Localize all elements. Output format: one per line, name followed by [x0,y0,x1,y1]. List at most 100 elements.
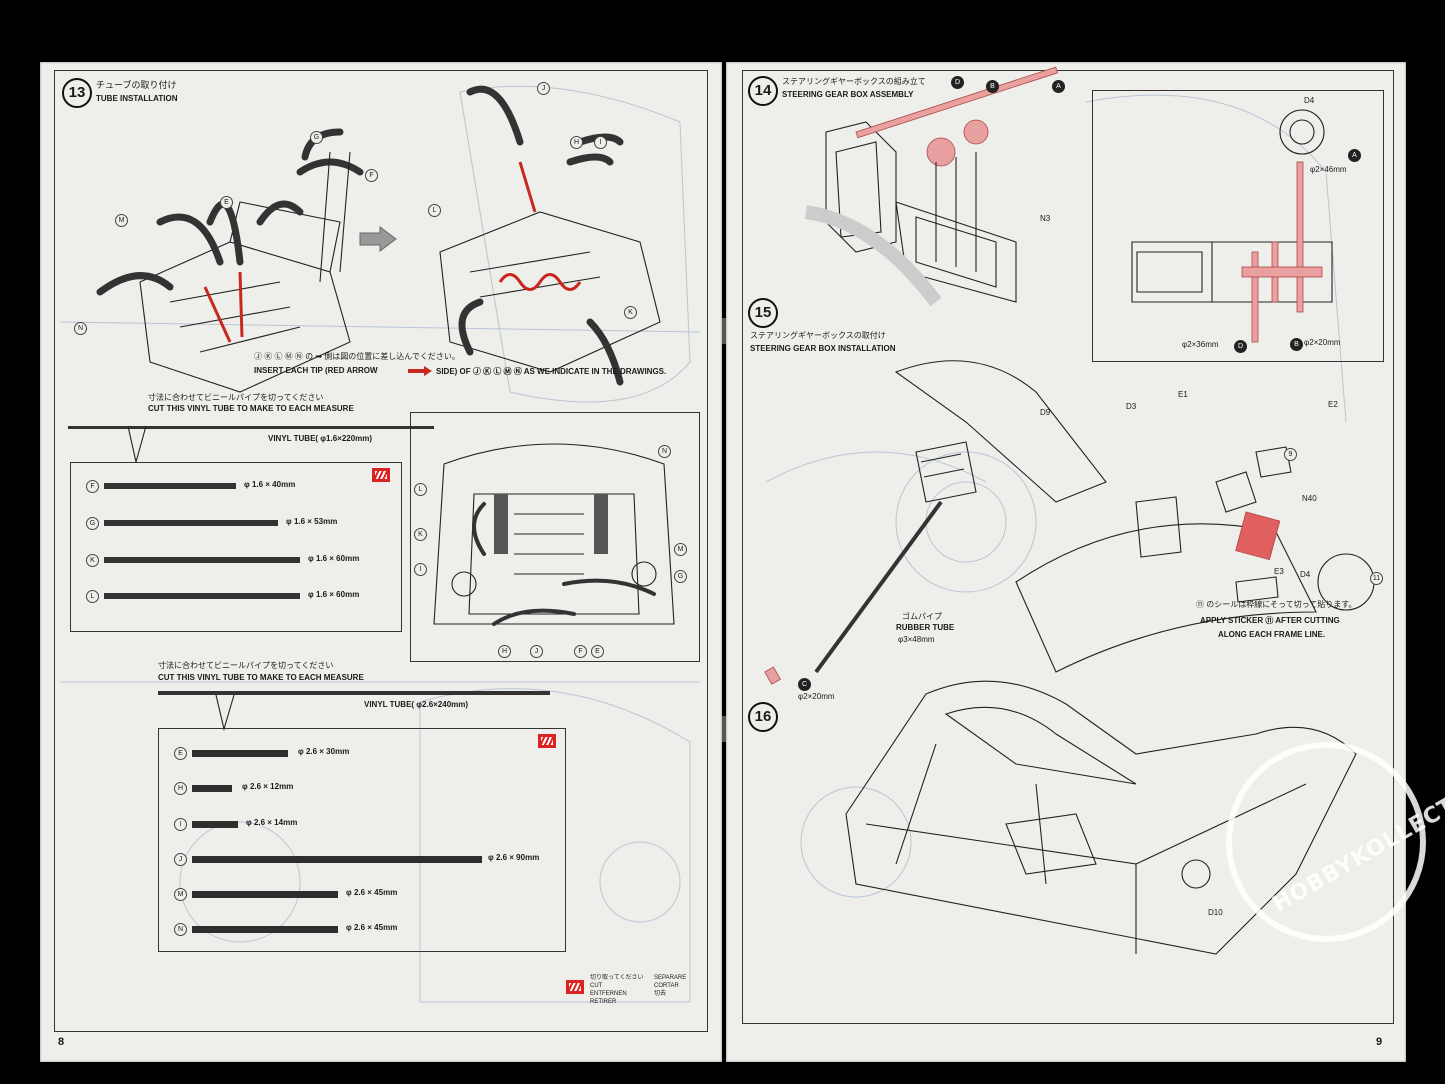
cut1-callout-pointer [127,425,147,463]
legend-separare: SEPARARE [654,975,687,981]
legend-de-cut: ENTFERNEN [590,991,627,997]
cut2-item-bar [192,856,482,863]
cut2-callout-pointer [215,694,235,732]
cut1-heading-en: CUT THIS VINYL TUBE TO MAKE TO EACH MEAS… [148,404,354,413]
cut1-item-letter: K [86,554,99,567]
cut2-item-label: φ 2.6 × 45mm [346,888,398,897]
cut2-heading-en: CUT THIS VINYL TUBE TO MAKE TO EACH MEAS… [158,673,364,682]
step-13-grey-arrow [359,226,397,252]
detail-b-size: φ2×20mm [1304,338,1341,347]
staple-bottom [722,716,726,742]
cut2-item-bar [192,750,288,757]
step-13-engine-drawing-after [439,85,661,386]
cut-symbol-icon [566,980,584,994]
step15-label-n40: N40 [1302,494,1317,503]
cut1-item-letter: F [86,480,99,493]
cut1-item-bar [104,483,236,489]
step15-label-e2: E2 [1328,400,1338,409]
detail-d4: D4 [1304,96,1315,105]
cut2-item-bar [192,926,338,933]
staple-top [722,318,726,344]
cut1-full-tube-line [68,426,434,429]
legend-en-cut: CUT [590,983,603,989]
step13-label-e: E [220,196,233,209]
step15-label-d4: D4 [1300,570,1311,579]
step13-label-g: G [310,131,323,144]
step-15-dashboard-drawing [814,360,1375,674]
step15-label-c: C [798,678,811,691]
cut2-item-bar [192,891,338,898]
sticker-note-en-1: APPLY STICKER ⑪ AFTER CUTTING [1200,616,1340,625]
cut2-item-bar [192,821,238,828]
detail-label-d: D [1234,340,1247,353]
step-14-title-en: STEERING GEAR BOX ASSEMBLY [782,90,914,99]
detail-a-size: φ2×46mm [1310,165,1347,174]
diagram-label-m: M [674,543,687,556]
cut2-item-bar [192,785,232,792]
step-15-title-en: STEERING GEAR BOX INSTALLATION [750,344,896,353]
cut2-full-tube-line [158,691,550,695]
red-arrow-icon [408,366,432,376]
legend-cn-cut: 切去 [654,991,667,997]
step15-label-11: 11 [1370,572,1383,585]
cut1-item-label: φ 1.6 × 40mm [244,480,296,489]
legend-fr-cut: RETIRER [590,999,617,1005]
step-13-note-en-1: INSERT EACH TIP (RED ARROW [254,366,378,375]
cut1-item-label: φ 1.6 × 60mm [308,590,360,599]
right-page: 14 ステアリングギヤーボックスの組み立て STEERING GEAR BOX … [726,62,1406,1062]
diagram-label-n: N [658,445,671,458]
diagram-label-f: F [574,645,587,658]
diagram-label-e: E [591,645,604,658]
rubber-tube-jp: ゴムパイプ [902,612,942,621]
cut1-tube-label: VINYL TUBE( φ1.6×220mm) [268,434,373,443]
rubber-tube-en: RUBBER TUBE [896,623,955,632]
sticker-note-jp: ⑪ のシールは枠線にそって切って貼ります。 [1196,600,1357,609]
cut1-item-letter: L [86,590,99,603]
step14-label-d: D [951,76,964,89]
cut2-item-label: φ 2.6 × 45mm [346,923,398,932]
step-13-engine-drawing-before [96,128,364,393]
cut2-item-letter: E [174,747,187,760]
cut1-item-label: φ 1.6 × 60mm [308,554,360,563]
step14-label-n3: N3 [1040,214,1051,223]
cut2-item-letter: J [174,853,187,866]
cut1-item-bar [104,593,300,599]
diagram-label-i: I [414,563,427,576]
step13-label-f: F [365,169,378,182]
cut2-item-letter: N [174,923,187,936]
cut-symbol-icon [538,734,556,748]
step-14-gearbox-drawing [804,66,1059,307]
cut-symbol-icon [372,468,390,482]
step-15-title-jp: ステアリングギヤーボックスの取付け [750,331,886,340]
legend-jp-cut: 切り取ってください [590,975,644,981]
cut1-item-bar [104,557,300,563]
step-14-detail-box [1092,90,1384,362]
step13-label-n: N [74,322,87,335]
step16-label-d10: D10 [1208,908,1223,917]
step-14-number: 14 [748,76,778,106]
diagram-label-h: H [498,645,511,658]
cut1-item-letter: G [86,517,99,530]
diagram-label-g: G [674,570,687,583]
cut1-heading-jp: 寸法に合わせてビニールパイプを切ってください [148,393,324,402]
step13-label-j: J [537,82,550,95]
step-16-number: 16 [748,702,778,732]
step15-label-d3: D3 [1126,402,1137,411]
ghost-background-drawing [765,94,1347,898]
cut2-tube-label: VINYL TUBE( φ2.6×240mm) [364,700,469,709]
cut-legend: 切り取ってください CUT ENTFERNEN RETIRER [590,974,644,1006]
watermark-text: HOBBYKOLLECTIBLES [1268,755,1445,918]
page-number-left: 8 [58,1036,65,1048]
engine-bay-diagram-box [410,412,700,662]
step13-label-m: M [115,214,128,227]
step-13-title-jp: チューブの取り付け [96,80,177,90]
page-number-right: 9 [1376,1036,1383,1048]
cut2-item-letter: M [174,888,187,901]
diagram-label-j: J [530,645,543,658]
cut2-item-label: φ 2.6 × 14mm [246,818,298,827]
cut1-item-bar [104,520,278,526]
cut2-item-letter: H [174,782,187,795]
part-c-shaft-icon [764,666,782,685]
cut1-box [70,462,402,632]
cut2-item-label: φ 2.6 × 12mm [242,782,294,791]
